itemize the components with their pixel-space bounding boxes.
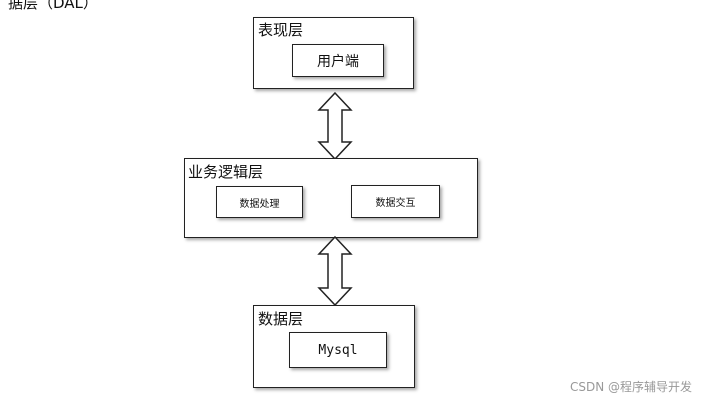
data-processing-label: 数据处理	[239, 198, 280, 210]
data-processing-box: 数据处理	[216, 186, 303, 218]
mysql-node-box: Mysql	[289, 332, 387, 368]
presentation-layer-box: 表现层 用户端	[253, 17, 414, 89]
business-layer-box: 业务逻辑层 数据处理 数据交互	[184, 158, 478, 238]
double-arrow-presentation-business	[317, 91, 353, 161]
data-interaction-label: 数据交互	[375, 198, 416, 209]
data-layer-box: 数据层 Mysql	[253, 305, 415, 388]
data-layer-title: 数据层	[258, 310, 304, 328]
csdn-watermark: CSDN @程序辅导开发	[569, 380, 692, 394]
double-arrow-business-data	[317, 235, 353, 307]
client-node-box: 用户端	[292, 44, 384, 77]
top-clipped-text: 据层（DAL）	[8, 0, 98, 12]
client-node-label: 用户端	[317, 53, 359, 70]
mysql-node-label: Mysql	[318, 342, 358, 358]
business-layer-title: 业务逻辑层	[188, 163, 264, 181]
data-interaction-box: 数据交互	[351, 185, 440, 218]
presentation-layer-title: 表现层	[258, 21, 304, 39]
